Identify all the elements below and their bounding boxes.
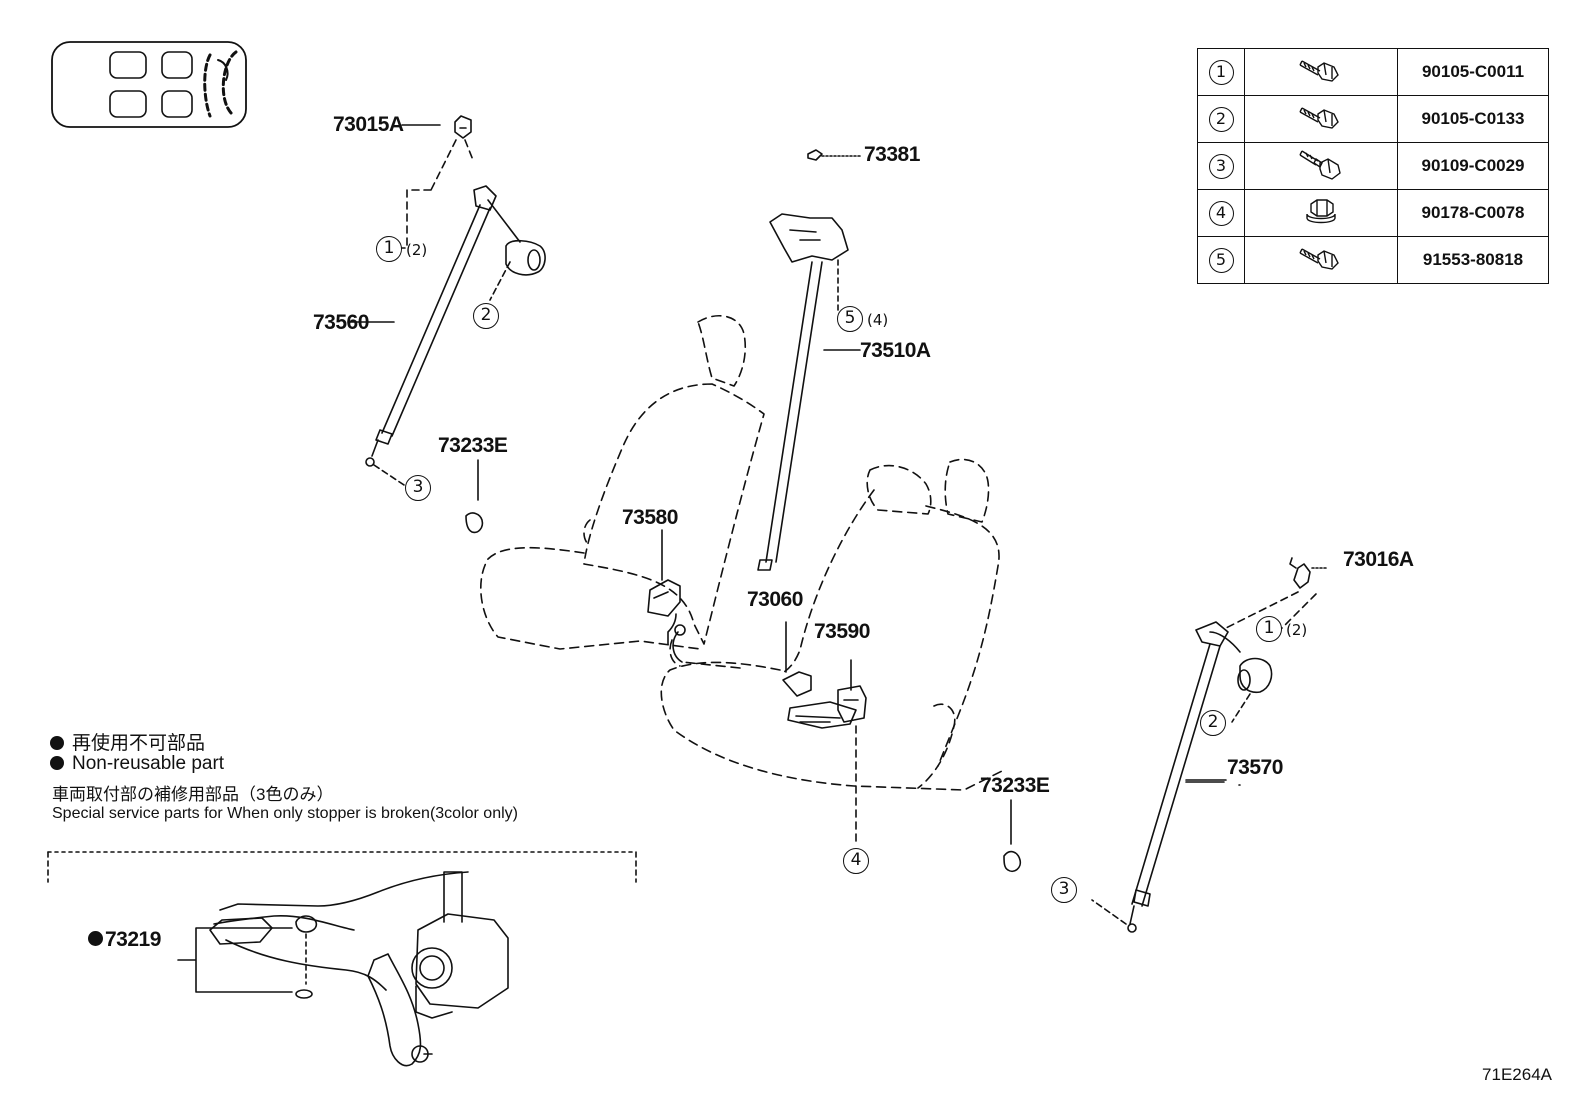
legend-jp: 再使用不可部品 <box>50 728 205 755</box>
part-label-73060[interactable]: 73060 <box>747 588 803 611</box>
center-belt-assembly <box>757 213 861 571</box>
fastener-callout: 1 <box>1208 59 1234 85</box>
flange-bolt-icon <box>1244 236 1398 284</box>
callout-qty: (2) <box>406 241 428 259</box>
callout-nut-4[interactable]: 4 <box>843 848 869 874</box>
fastener-callout: 4 <box>1208 200 1234 226</box>
vehicle-locator-icon <box>51 41 247 128</box>
callout-qty: (2) <box>1286 621 1308 639</box>
non-reusable-dot-icon <box>50 756 64 770</box>
fastener-part-number[interactable]: 90105-C0011 <box>1397 48 1549 96</box>
front-left-belt-assembly <box>347 115 546 486</box>
callout-bolt-1[interactable]: 1 <box>1256 616 1282 642</box>
belt-guide-clip-right-icon <box>1003 799 1022 873</box>
fastener-part-number[interactable]: 90109-C0029 <box>1397 142 1549 190</box>
part-label-73510a[interactable]: 73510A <box>860 339 931 362</box>
fastener-number: 1 <box>1197 48 1245 96</box>
fastener-row[interactable]: 2 90105-C0133 <box>1197 95 1549 143</box>
part-label-73580[interactable]: 73580 <box>622 506 678 529</box>
fastener-number: 4 <box>1197 189 1245 237</box>
retractor-inset-artwork <box>209 871 509 1067</box>
front-buckle-icon <box>647 529 686 663</box>
anchor-cover-icon <box>807 149 863 161</box>
fastener-row[interactable]: 4 90178-C0078 <box>1197 189 1549 237</box>
shoulder-bolt-icon <box>1244 142 1398 190</box>
part-label-73560[interactable]: 73560 <box>313 311 369 334</box>
fastener-part-number[interactable]: 90178-C0078 <box>1397 189 1549 237</box>
fastener-part-number[interactable]: 90105-C0133 <box>1397 95 1549 143</box>
belt-guide-clip-left-icon <box>465 459 484 534</box>
front-seat-outline <box>480 314 765 650</box>
non-reusable-dot-icon <box>50 736 64 750</box>
flange-nut-icon <box>1244 189 1398 237</box>
figure-code: 71E264A <box>1482 1065 1552 1084</box>
flange-bolt-icon <box>1244 48 1398 96</box>
part-label-73219[interactable]: 73219 <box>88 928 161 952</box>
fastener-callout: 5 <box>1208 247 1234 273</box>
callout-bolt-3[interactable]: 3 <box>405 475 431 501</box>
service-note-en: Special service parts for When only stop… <box>52 805 518 822</box>
part-label-73016a[interactable]: 73016A <box>1343 548 1414 571</box>
fastener-row[interactable]: 5 91553-80818 <box>1197 236 1549 284</box>
legend-en: Non-reusable part <box>50 753 224 775</box>
part-label-73233e-right[interactable]: 73233E <box>980 774 1050 797</box>
service-parts-inset <box>47 851 637 883</box>
fastener-part-number[interactable]: 91553-80818 <box>1397 236 1549 284</box>
part-label-73233e-left[interactable]: 73233E <box>438 434 508 457</box>
service-note-jp: 車両取付部の補修用部品（3色のみ） <box>52 785 334 804</box>
callout-bolt-2[interactable]: 2 <box>473 303 499 329</box>
fastener-number: 2 <box>1197 95 1245 143</box>
fastener-number: 3 <box>1197 142 1245 190</box>
part-label-73381[interactable]: 73381 <box>864 143 920 166</box>
rear-seat-outline <box>660 458 1005 791</box>
non-reusable-dot-icon <box>88 931 103 946</box>
callout-bolt-1[interactable]: 1 <box>376 236 402 262</box>
callout-bolt-2[interactable]: 2 <box>1200 710 1226 736</box>
fastener-table: 1 90105-C0011 2 90105-C0133 3 90109-C0029 4 901… <box>1197 48 1549 284</box>
fastener-row[interactable]: 1 90105-C0011 <box>1197 48 1549 96</box>
callout-bolt-3[interactable]: 3 <box>1051 877 1077 903</box>
part-number-text: 73219 <box>105 928 161 951</box>
part-label-73590[interactable]: 73590 <box>814 620 870 643</box>
callout-bolt-5[interactable]: 5 <box>837 306 863 332</box>
flange-bolt-icon <box>1244 95 1398 143</box>
fastener-callout: 2 <box>1208 106 1234 132</box>
part-label-73570[interactable]: 73570 <box>1227 756 1283 779</box>
fastener-number: 5 <box>1197 236 1245 284</box>
part-label-73015a[interactable]: 73015A <box>333 113 404 136</box>
fastener-callout: 3 <box>1208 153 1234 179</box>
legend-jp-text: 再使用不可部品 <box>72 733 206 754</box>
fastener-row[interactable]: 3 90109-C0029 <box>1197 142 1549 190</box>
callout-qty: (4) <box>867 311 889 329</box>
rear-right-belt-assembly <box>1091 557 1327 933</box>
legend-en-text: Non-reusable part <box>72 753 225 774</box>
rear-buckle-assembly <box>782 621 867 847</box>
service-part-bracket <box>177 927 293 993</box>
